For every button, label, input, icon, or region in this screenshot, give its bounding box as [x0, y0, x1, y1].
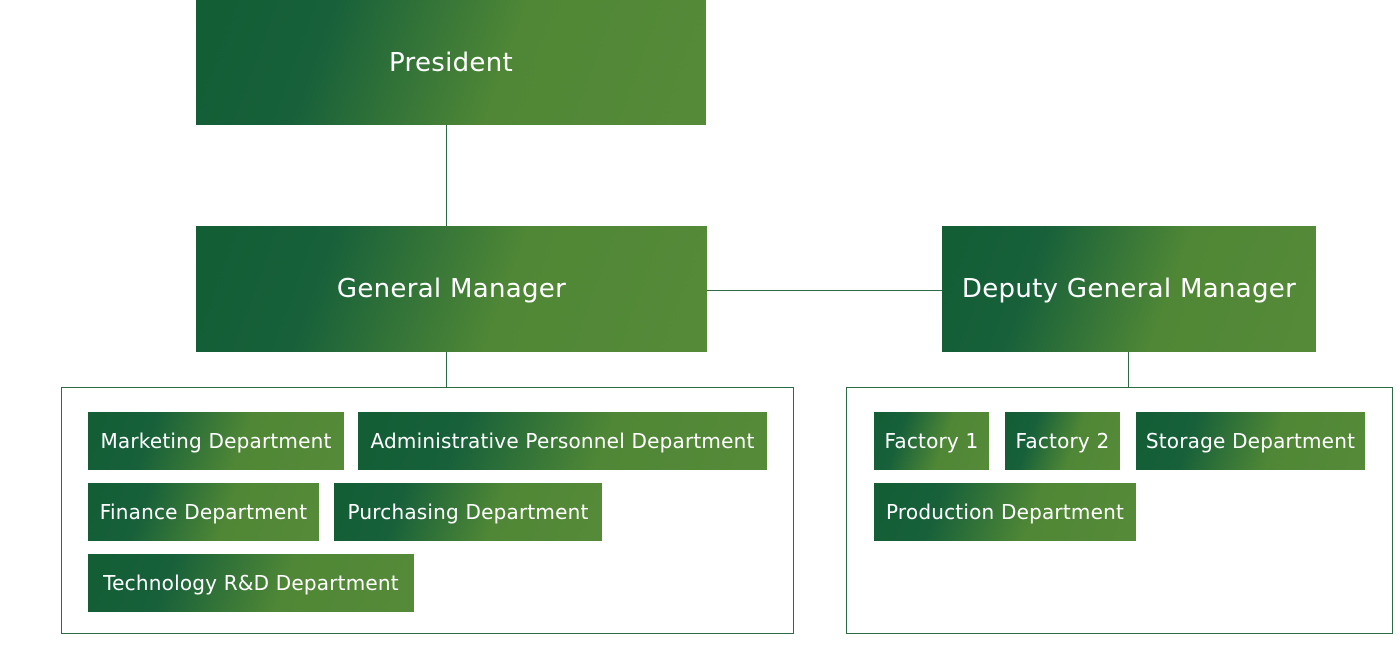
storage-department-box: Storage Department	[1136, 412, 1365, 470]
president-box: President	[196, 0, 706, 125]
technology-rd-department-box: Technology R&D Department	[88, 554, 414, 612]
marketing-department-box: Marketing Department	[88, 412, 344, 470]
connector-president-to-gm	[446, 124, 447, 226]
dgm-departments-group	[846, 387, 1393, 634]
factory-2-box: Factory 2	[1005, 412, 1120, 470]
administrative-personnel-department-box: Administrative Personnel Department	[358, 412, 767, 470]
connector-gm-to-departments	[446, 351, 447, 388]
general-manager-box: General Manager	[196, 226, 707, 352]
connector-deputy-to-departments	[1128, 351, 1129, 388]
finance-department-box: Finance Department	[88, 483, 319, 541]
deputy-general-manager-box: Deputy General Manager	[942, 226, 1316, 352]
factory-1-box: Factory 1	[874, 412, 989, 470]
purchasing-department-box: Purchasing Department	[334, 483, 602, 541]
production-department-box: Production Department	[874, 483, 1136, 541]
connector-gm-to-deputy	[706, 290, 942, 291]
gm-departments-group	[61, 387, 794, 634]
